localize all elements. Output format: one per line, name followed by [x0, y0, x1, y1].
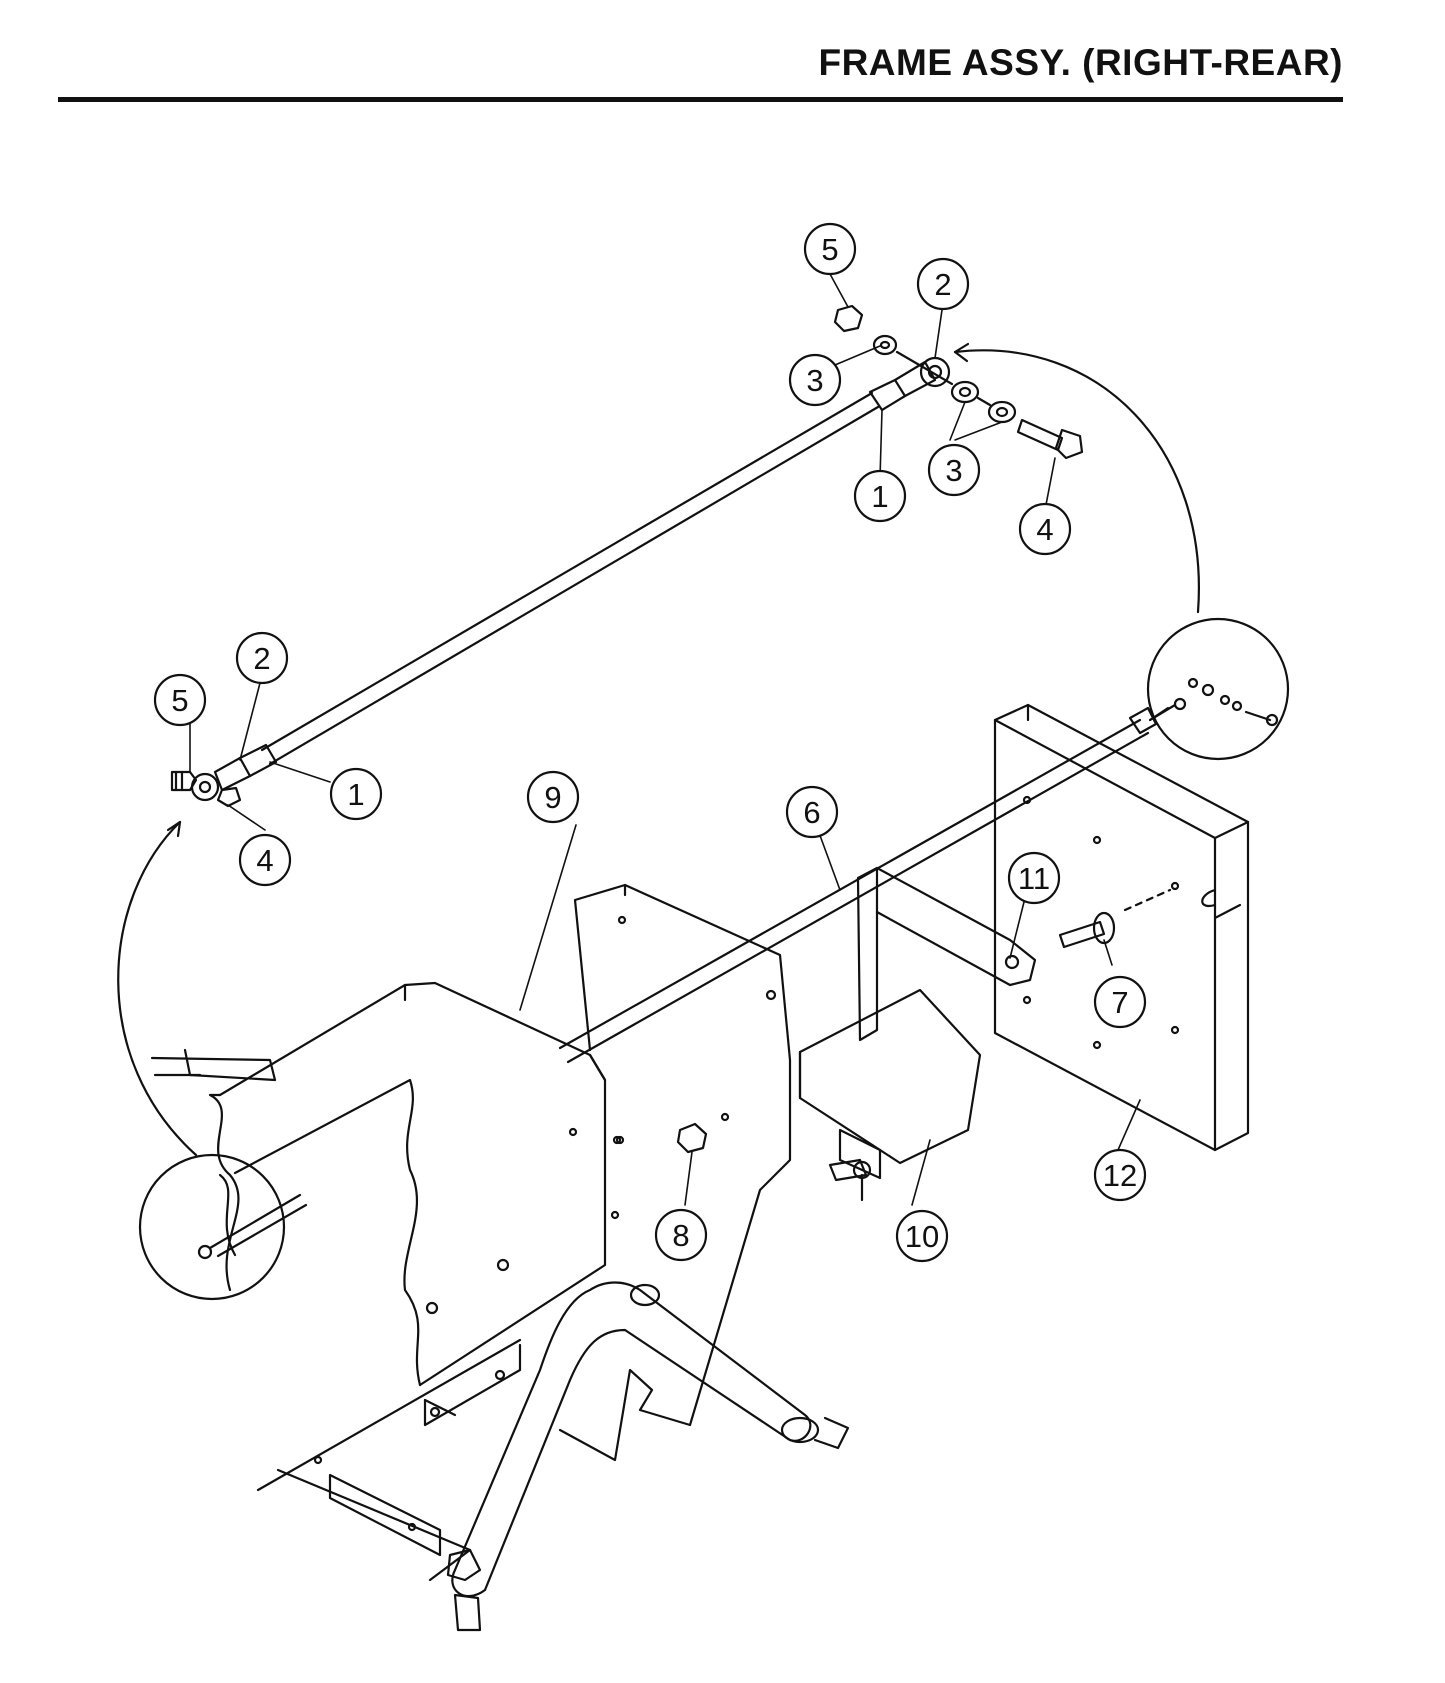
frame-tubes [446, 1281, 850, 1632]
callout-12: 12 [1093, 1148, 1147, 1202]
svg-text:2: 2 [934, 267, 951, 302]
svg-text:4: 4 [256, 843, 273, 878]
lower-tie-rod [558, 706, 1170, 1064]
svg-text:8: 8 [672, 1218, 689, 1253]
bolt-4-top [1016, 418, 1064, 452]
washer-3-lower-b [987, 400, 1017, 424]
svg-text:1: 1 [871, 479, 888, 514]
control-box [798, 988, 982, 1202]
callout-5-top: 5 [803, 222, 857, 276]
callout-7: 7 [1093, 975, 1147, 1029]
upper-hardware-stack [833, 304, 1084, 460]
upper-tie-rod [190, 356, 951, 802]
detail-circle-right [1146, 617, 1290, 761]
callout-2-top: 2 [916, 257, 970, 311]
svg-text:1: 1 [347, 777, 364, 812]
wheel-cover [208, 981, 607, 1387]
title-rule [58, 97, 1343, 102]
svg-text:10: 10 [905, 1219, 939, 1254]
svg-text:9: 9 [544, 780, 561, 815]
svg-text:12: 12 [1103, 1158, 1137, 1193]
left-hardware [170, 770, 242, 808]
detail-arrows [117, 342, 1200, 1157]
washer-3-lower-a [950, 380, 980, 404]
callout-9: 9 [526, 770, 580, 824]
mounting-plate [558, 883, 792, 1462]
side-plate [993, 703, 1250, 1152]
callout-3-top: 3 [788, 353, 842, 407]
washer-3-top [872, 334, 898, 356]
svg-text:4: 4 [1036, 512, 1053, 547]
svg-text:5: 5 [171, 683, 188, 718]
callout-1-left: 1 [329, 767, 383, 821]
callout-10: 10 [895, 1209, 949, 1263]
svg-text:7: 7 [1111, 985, 1128, 1020]
svg-text:3: 3 [806, 363, 823, 398]
callout-4-top: 4 [1018, 502, 1072, 556]
callout-4-left: 4 [238, 833, 292, 887]
link-arm [856, 866, 1172, 1042]
bolt-7 [1058, 920, 1106, 949]
svg-text:5: 5 [821, 232, 838, 267]
lower-frame [150, 1048, 522, 1582]
callout-6: 6 [785, 785, 839, 839]
leader-lines [189, 273, 1141, 1206]
svg-text:6: 6 [803, 795, 820, 830]
callout-11: 11 [1007, 851, 1061, 905]
callout-bubbles: 5 2 3 3 1 4 2 5 [153, 222, 1147, 1263]
nut-8 [676, 1112, 730, 1154]
page-title: FRAME ASSY. (RIGHT-REAR) [818, 42, 1343, 83]
callout-5-left: 5 [153, 673, 207, 727]
callout-8: 8 [654, 1208, 708, 1262]
nut-5-top [833, 304, 864, 333]
callout-3-lower: 3 [927, 443, 981, 497]
callout-1-top: 1 [853, 469, 907, 523]
svg-text:3: 3 [945, 453, 962, 488]
svg-text:11: 11 [1018, 861, 1050, 896]
callout-2-left: 2 [235, 631, 289, 685]
svg-text:2: 2 [253, 641, 270, 676]
detail-circle-left [138, 1153, 308, 1301]
